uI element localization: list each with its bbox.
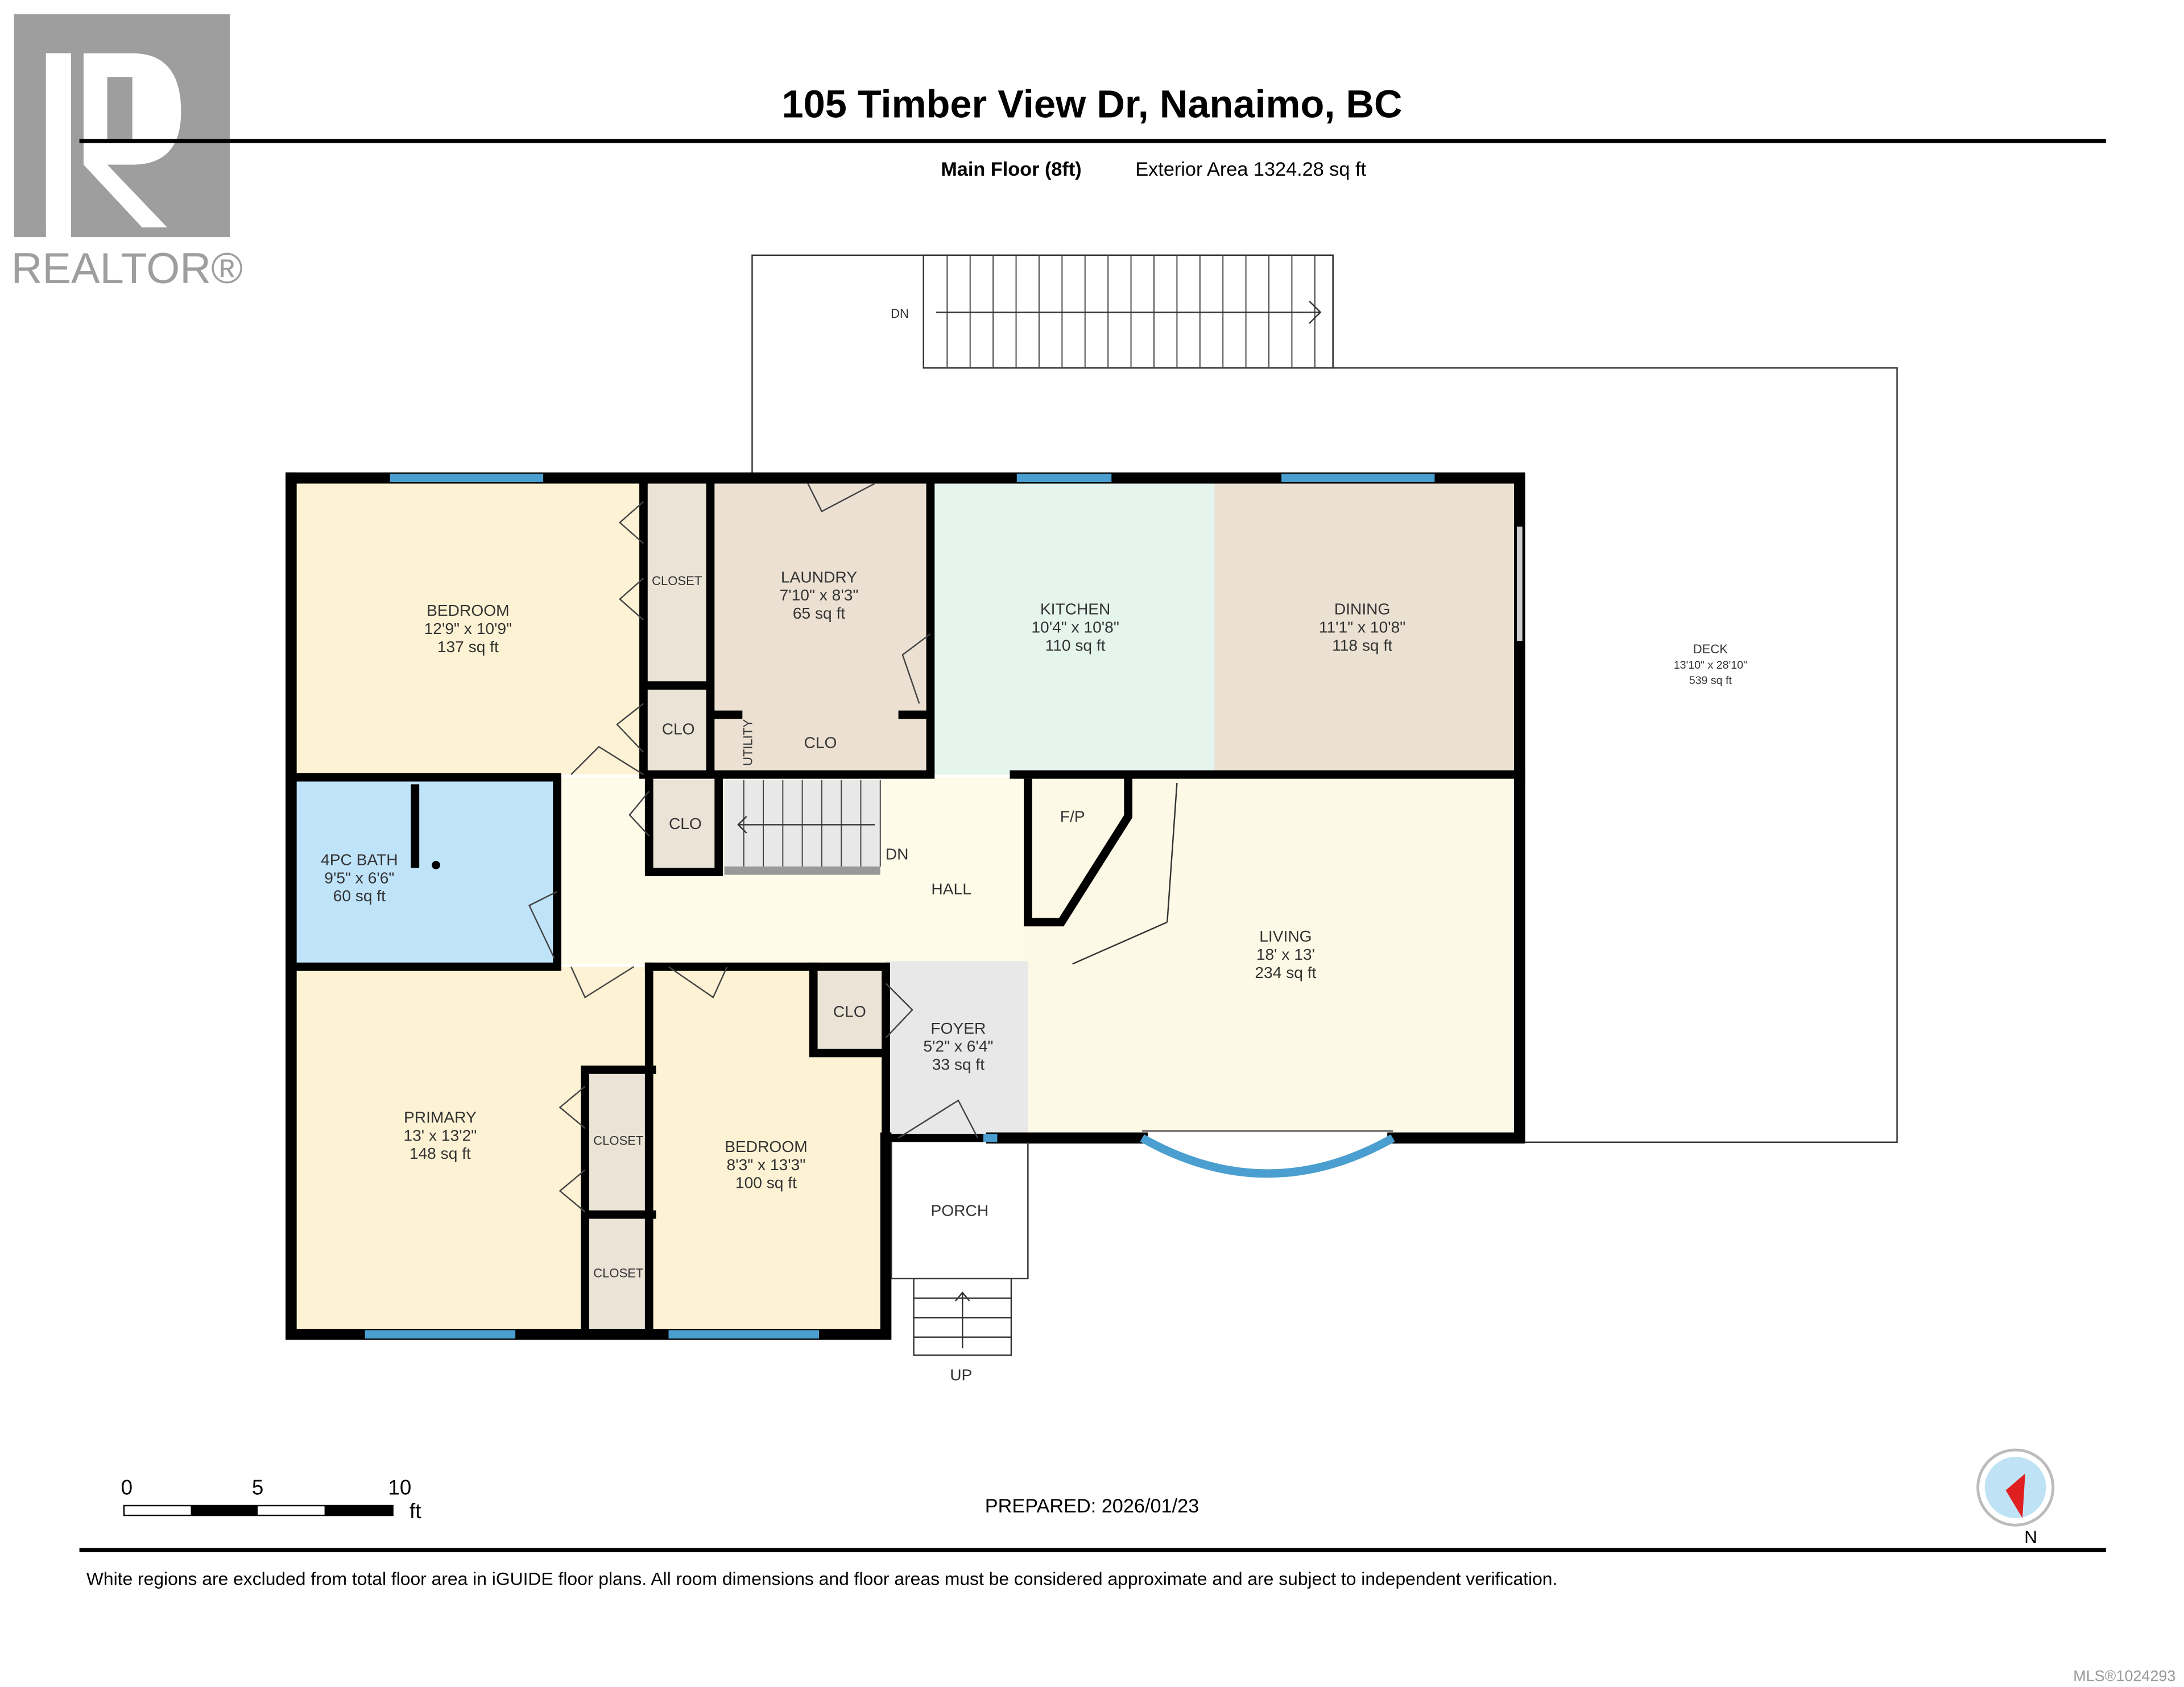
- scale-tick: 0: [121, 1475, 133, 1499]
- room-name: LIVING: [1259, 927, 1312, 945]
- room-foyer: FOYER 5'2" x 6'4" 33 sq ft: [923, 1019, 993, 1073]
- doors: [528, 483, 1523, 1213]
- room-area: 65 sq ft: [793, 604, 846, 622]
- room-fills: [292, 479, 1519, 1332]
- scale-tick: 5: [252, 1475, 263, 1499]
- deck: DN DECK 13'10" x 28'10" 539 sq ft: [751, 254, 1898, 1143]
- room-area: 33 sq ft: [932, 1055, 985, 1073]
- hall-stairs-dn-label: DN: [886, 845, 909, 863]
- room-bedroom-1: BEDROOM 12'9" x 10'9" 137 sq ft: [424, 602, 512, 656]
- room-bath: 4PC BATH 9'5" x 6'6" 60 sq ft: [321, 851, 440, 905]
- compass-north-label: N: [2024, 1527, 2037, 1547]
- room-dims: 7'10" x 8'3": [780, 586, 859, 604]
- scale-unit: ft: [410, 1499, 421, 1523]
- room-name: 4PC BATH: [321, 851, 398, 868]
- room-area: 60 sq ft: [333, 887, 386, 905]
- fireplace-label: F/P: [1060, 808, 1085, 826]
- closet-label: CLOSET: [652, 574, 702, 588]
- hall-stairs: [743, 780, 881, 867]
- mls-number: MLS®1024293: [2073, 1668, 2175, 1685]
- room-name: BEDROOM: [725, 1138, 807, 1155]
- room-name: PRIMARY: [404, 1109, 477, 1126]
- clo-label: CLO: [833, 1002, 866, 1020]
- room-living: LIVING 18' x 13' 234 sq ft: [1255, 927, 1316, 981]
- room-dims: 9'5" x 6'6": [324, 869, 394, 886]
- deck-stairs-dn-label: DN: [891, 306, 909, 321]
- compass-icon: N: [1976, 1448, 2055, 1547]
- porch: PORCH UP: [891, 1142, 1029, 1384]
- room-area: 148 sq ft: [410, 1145, 471, 1162]
- windows: [365, 474, 1435, 1339]
- room-name: FOYER: [930, 1019, 986, 1037]
- disclaimer: White regions are excluded from total fl…: [86, 1569, 1558, 1589]
- realtor-logo-text: REALTOR®: [11, 244, 243, 293]
- room-name: DINING: [1334, 600, 1391, 618]
- page-title: 105 Timber View Dr, Nanaimo, BC: [781, 82, 1402, 126]
- floor-label: Main Floor (8ft): [941, 159, 1081, 180]
- room-laundry: LAUNDRY 7'10" x 8'3" 65 sq ft: [780, 568, 859, 622]
- room-area: 234 sq ft: [1255, 964, 1316, 981]
- room-bedroom-2: BEDROOM 8'3" x 13'3" 100 sq ft: [725, 1138, 807, 1192]
- closet-label: CLOSET: [593, 1134, 643, 1148]
- room-dims: 12'9" x 10'9": [424, 620, 512, 637]
- exterior-area: Exterior Area 1324.28 sq ft: [1135, 159, 1366, 180]
- deck-name: DECK: [1693, 642, 1728, 656]
- clo-label: CLO: [804, 734, 837, 752]
- room-area: 100 sq ft: [735, 1174, 797, 1192]
- room-dims: 10'4" x 10'8": [1031, 618, 1119, 636]
- utility-label: UTILITY: [741, 719, 755, 766]
- room-area: 110 sq ft: [1045, 636, 1106, 654]
- room-kitchen: KITCHEN 10'4" x 10'8" 110 sq ft: [1031, 600, 1119, 654]
- scale-bar: 0 5 10 ft: [121, 1475, 421, 1523]
- room-area: 137 sq ft: [437, 638, 499, 656]
- room-primary: PRIMARY 13' x 13'2" 148 sq ft: [403, 1109, 477, 1163]
- room-dims: 11'1" x 10'8": [1319, 618, 1405, 636]
- room-dims: 5'2" x 6'4": [923, 1038, 993, 1055]
- room-dims: 13' x 13'2": [403, 1126, 477, 1144]
- room-dims: 8'3" x 13'3": [727, 1156, 806, 1174]
- prepared-date: PREPARED: 2026/01/23: [985, 1495, 1199, 1517]
- closet-label: CLOSET: [593, 1266, 643, 1280]
- deck-dims: 13'10" x 28'10": [1674, 659, 1747, 672]
- walls: [286, 472, 1525, 1340]
- room-area: 118 sq ft: [1332, 636, 1392, 654]
- room-dining: DINING 11'1" x 10'8" 118 sq ft: [1319, 600, 1405, 654]
- realtor-logo: REALTOR®: [11, 14, 243, 293]
- clo-label: CLO: [662, 720, 695, 737]
- room-name: LAUNDRY: [781, 568, 857, 586]
- porch-stairs-up-label: UP: [950, 1366, 972, 1384]
- hall-name: HALL: [931, 880, 971, 898]
- porch-name: PORCH: [931, 1202, 989, 1220]
- room-name: BEDROOM: [427, 602, 509, 619]
- room-name: KITCHEN: [1040, 600, 1111, 618]
- clo-label: CLO: [669, 815, 702, 832]
- room-dims: 18' x 13': [1256, 946, 1315, 963]
- deck-area: 539 sq ft: [1689, 674, 1732, 687]
- scale-tick: 10: [388, 1475, 411, 1499]
